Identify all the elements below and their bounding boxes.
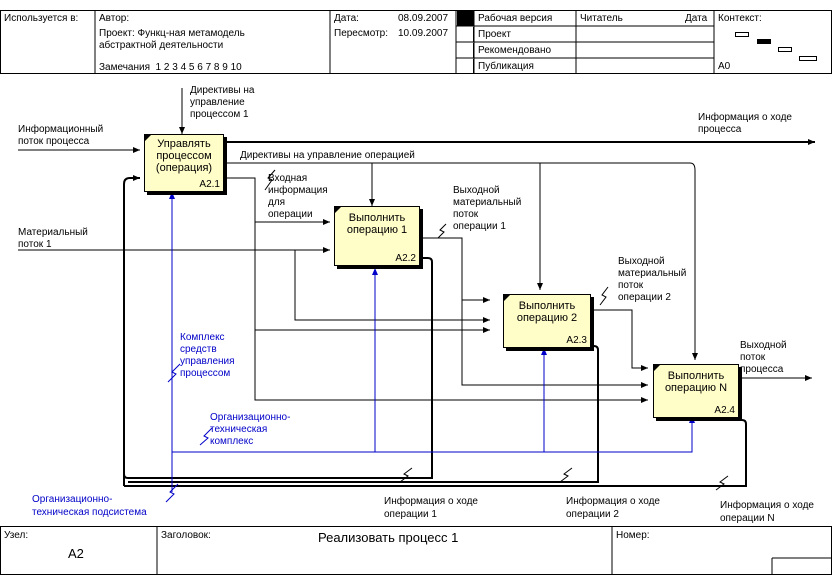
project-label: Проект: Функц-ная метамодель [99,28,245,39]
label-info-op1-1: Информация о ходе [384,496,478,507]
status-check-recommended [457,43,474,58]
activity-box-label: Выполнить [518,300,576,312]
context-label: Контекст: [718,13,762,24]
label-out-mat2-3: поток [618,280,644,291]
activity-box-label: процессом [156,150,212,162]
status-recommended: Рекомендовано [478,45,552,56]
label-org-tech-complex-2: техническая [210,424,268,435]
box-corner-mark [145,135,151,141]
status-check-working [457,11,474,26]
context-mini-box-1 [735,32,749,37]
label-directives-top-1: Директивы на [190,85,255,96]
activity-box-a2-3[interactable]: Выполнить операцию 2 A2.3 [503,294,591,348]
activity-box-number: A2.2 [395,253,416,264]
label-info-opN-1: Информация о ходе [720,500,814,511]
label-mgmt-tools-2: средств [180,344,217,355]
label-out-mat2-1: Выходной [618,256,665,267]
label-out-mat1-1: Выходной [453,185,500,196]
label-out-flow-1: Выходной [740,340,787,351]
revision-value: 10.09.2007 [398,28,449,39]
activity-box-label: (операция) [155,162,213,174]
label-out-mat1-4: операции 1 [453,221,506,232]
label-org-tech-subsys-1: Организационно- [32,494,113,505]
activity-box-label: операцию N [664,382,728,394]
date-value: 08.09.2007 [398,13,449,24]
box-corner-mark [504,295,510,301]
label-material-flow-2: поток 1 [18,239,52,250]
node-value: A2 [68,546,84,561]
activity-box-number: A2.4 [714,405,735,416]
label-mgmt-tools-1: Комплекс [180,332,225,343]
status-check-draft [457,27,474,42]
label-input-info-1: Входная [268,173,308,184]
activity-box-a2-2[interactable]: Выполнить операцию 1 A2.2 [334,206,420,266]
activity-box-label: Управлять [157,138,211,150]
activity-box-a2-4[interactable]: Выполнить операцию N A2.4 [653,364,739,418]
label-info-progress-1: Информация о ходе [698,112,792,123]
activity-box-label: операцию 2 [516,312,578,324]
reader-label: Читатель [580,13,623,24]
reader-date-label: Дата [685,13,708,24]
label-org-tech-complex-1: Организационно- [210,412,291,423]
label-info-progress-2: процесса [698,124,742,135]
label-material-flow-1: Материальный [18,227,88,238]
label-out-mat1-2: материальный [453,197,522,208]
footer-grid [0,526,832,575]
context-mini-box-4 [799,56,817,61]
header-grid [0,10,832,74]
activity-box-a2-1[interactable]: Управлять процессом (операция) A2.1 [144,134,224,192]
label-out-flow-2: поток [740,352,766,363]
context-mini-box-2 [757,39,771,44]
label-out-mat1-3: поток [453,209,479,220]
author-label: Автор: [99,13,130,24]
context-node: A0 [718,61,731,72]
activity-box-label: операцию 1 [346,224,408,236]
label-mgmt-tools-3: управления [180,356,235,367]
node-label: Узел: [4,530,29,541]
label-info-flow-2: поток процесса [18,136,90,147]
label-org-tech-subsys-2: техническая подсистема [32,507,147,518]
label-directives-top-2: управление [190,97,245,108]
label-directives-ops: Директивы на управление операцией [240,150,415,161]
title-label: Заголовок: [161,530,211,541]
project-label-cont: абстрактной деятельности [99,40,224,51]
status-draft: Проект [478,29,511,40]
box-corner-mark [654,365,660,371]
activity-box-label: Выполнить [667,370,725,382]
status-working: Рабочая версия [478,13,553,24]
label-mgmt-tools-4: процессом [180,368,231,379]
activity-box-number: A2.3 [566,335,587,346]
number-label: Номер: [616,530,650,541]
activity-box-number: A2.1 [199,179,220,190]
status-publication: Публикация [478,61,534,72]
label-info-flow-1: Информационный [18,124,104,135]
label-info-op2-1: Информация о ходе [566,496,660,507]
label-out-mat2-2: материальный [618,268,687,279]
status-check-publication [457,59,474,74]
date-label: Дата: [334,13,359,24]
arrows-black [18,88,815,491]
label-input-info-4: операции [268,209,313,220]
label-info-op1-2: операции 1 [384,509,437,520]
diagram-title: Реализовать процесс 1 [318,530,459,545]
label-info-op2-2: операции 2 [566,509,619,520]
label-info-opN-2: операции N [720,513,775,524]
revision-label: Пересмотр: [334,28,389,39]
used-in-label: Используется в: [4,13,79,24]
label-org-tech-complex-3: комплекс [210,436,254,447]
label-directives-top-3: процессом 1 [190,109,249,120]
label-out-flow-3: процесса [740,364,784,375]
context-mini-box-3 [778,47,792,52]
notes-label: Замечания 1 2 3 4 5 6 7 8 9 10 [99,62,242,73]
label-input-info-2: информация [268,185,328,196]
box-corner-mark [335,207,341,213]
label-out-mat2-4: операции 2 [618,292,671,303]
label-input-info-3: для [268,197,286,208]
activity-box-label: Выполнить [348,212,406,224]
arrows-blue [165,192,695,503]
